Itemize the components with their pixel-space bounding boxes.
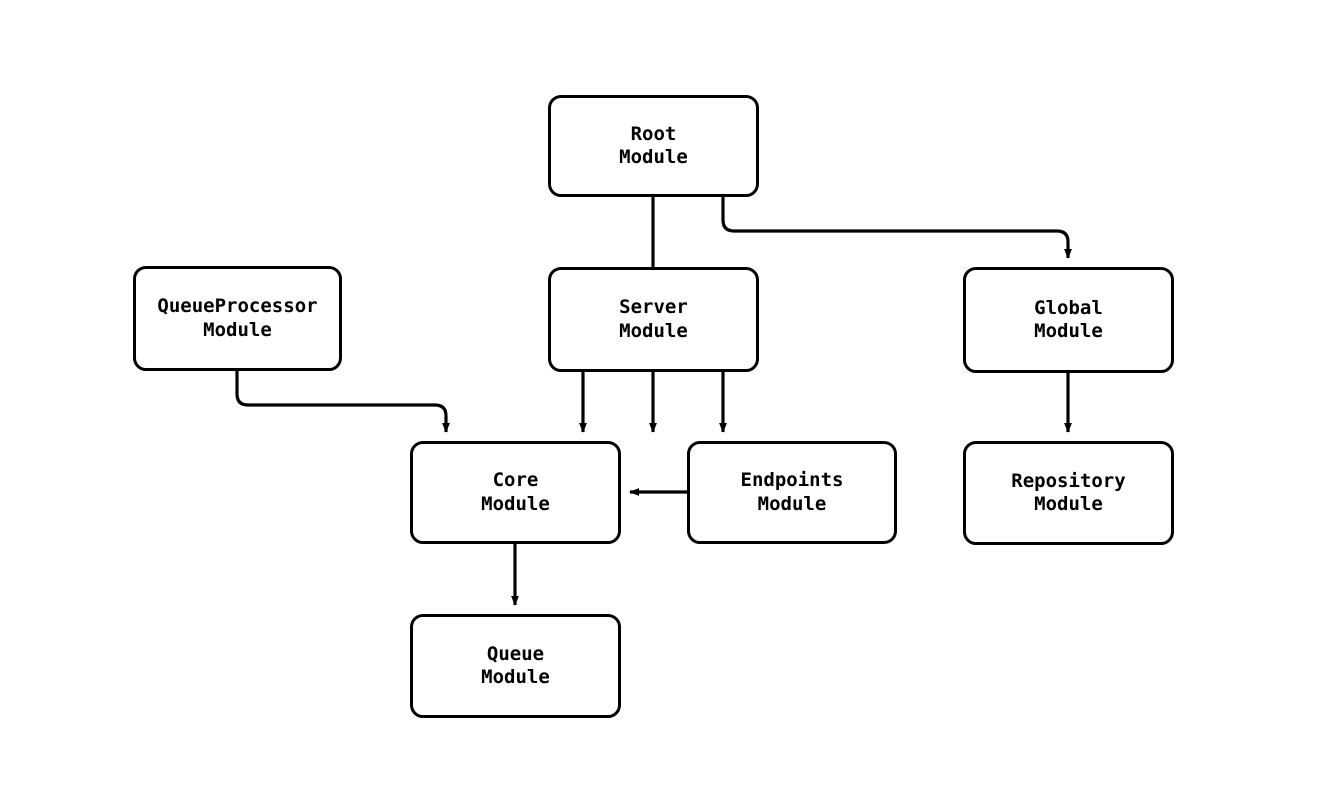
node-queueprocessor-module-label: QueueProcessor Module xyxy=(157,295,318,341)
node-queue-module[interactable]: Queue Module xyxy=(410,614,621,718)
node-server-module-label: Server Module xyxy=(619,296,688,342)
node-global-module-label: Global Module xyxy=(1034,296,1103,342)
node-endpoints-module[interactable]: Endpoints Module xyxy=(687,441,897,544)
node-root-module[interactable]: Root Module xyxy=(548,95,759,197)
node-global-module[interactable]: Global Module xyxy=(963,267,1174,373)
node-queue-module-label: Queue Module xyxy=(481,642,550,688)
node-repository-module[interactable]: Repository Module xyxy=(963,441,1174,545)
node-core-module-label: Core Module xyxy=(481,469,550,515)
node-server-module[interactable]: Server Module xyxy=(548,267,759,372)
edge-queueprocessor-to-core xyxy=(235,371,450,433)
node-queueprocessor-module[interactable]: QueueProcessor Module xyxy=(133,266,342,371)
edge-root-to-global xyxy=(721,197,1072,259)
node-repository-module-label: Repository Module xyxy=(1011,469,1126,515)
node-core-module[interactable]: Core Module xyxy=(410,441,621,544)
node-endpoints-module-label: Endpoints Module xyxy=(740,469,844,515)
node-root-module-label: Root Module xyxy=(619,122,688,168)
